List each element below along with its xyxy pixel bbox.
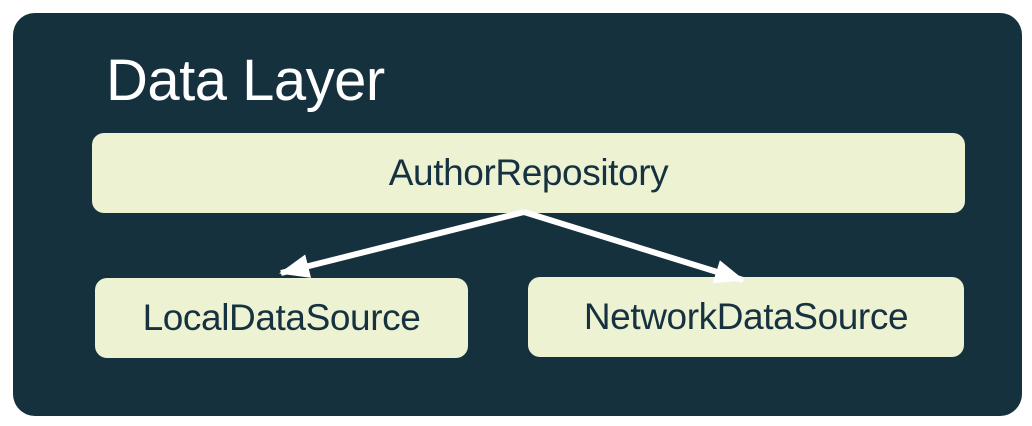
node-author-repository: AuthorRepository: [92, 133, 965, 213]
node-network-data-source-label: NetworkDataSource: [583, 296, 909, 337]
node-local-data-source: LocalDataSource: [95, 278, 468, 358]
diagram-title: Data Layer: [106, 48, 385, 113]
node-author-repository-label: AuthorRepository: [388, 152, 669, 193]
node-network-data-source: NetworkDataSource: [528, 277, 964, 357]
node-local-data-source-label: LocalDataSource: [142, 297, 421, 338]
